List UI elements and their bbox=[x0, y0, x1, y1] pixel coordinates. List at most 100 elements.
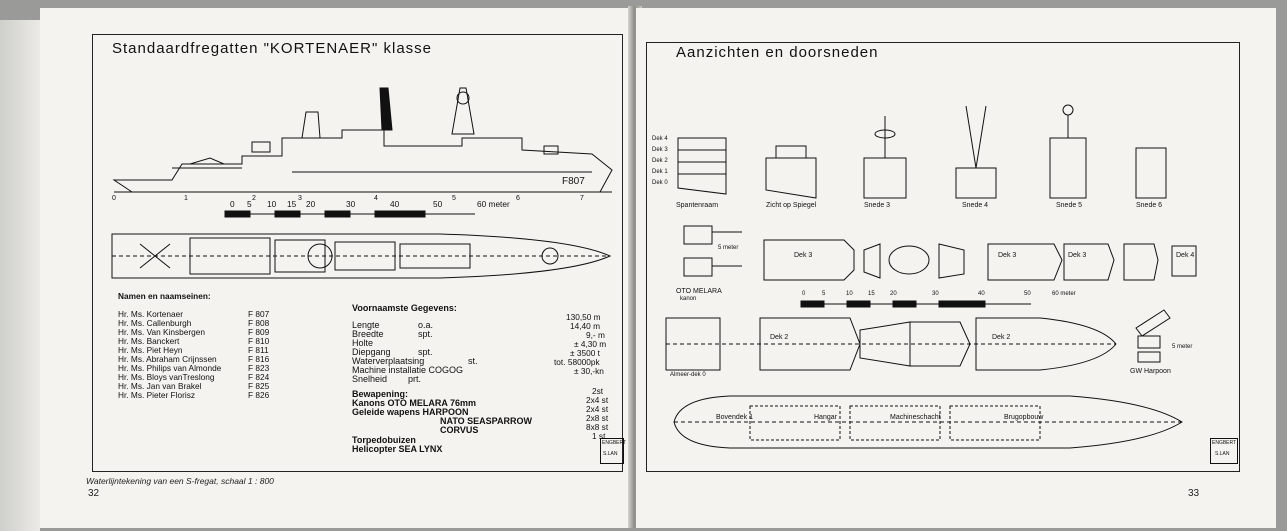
spec-qual: st. bbox=[468, 356, 478, 366]
spec-label: Holte bbox=[352, 338, 374, 348]
ship-code: F 807 bbox=[248, 309, 270, 319]
ship-name: Hr. Ms. Philips van Almonde bbox=[118, 363, 222, 373]
hull-mark: 6 bbox=[516, 195, 520, 202]
right-page: Aanzichten en doorsneden Dek 4 Dek 3 Dek… bbox=[636, 8, 1276, 528]
spec-label: Waterverplaatsing bbox=[352, 356, 425, 366]
deck-label: Dek 4 bbox=[652, 136, 668, 142]
plan-label: Almeer-dek 0 bbox=[670, 372, 706, 378]
scale-label: 30 bbox=[932, 291, 939, 297]
scale-bar-right bbox=[800, 300, 1031, 308]
spec-qual: spt. bbox=[418, 329, 433, 339]
deck-label: Dek 2 bbox=[652, 158, 668, 164]
scale-label: 40 bbox=[978, 291, 985, 297]
left-page-title: Standaardfregatten "KORTENAER" klasse bbox=[112, 40, 433, 57]
ship-side-elevation: F807 0 1 2 3 4 5 6 7 bbox=[112, 87, 613, 202]
scale-label: 0 bbox=[802, 291, 806, 297]
plan-label: Dek 3 bbox=[998, 252, 1017, 259]
deck-label: Dek 1 bbox=[652, 169, 668, 175]
armament-value: 8x8 st bbox=[586, 422, 609, 432]
ship-code: F 810 bbox=[248, 336, 270, 346]
lower-deck-plan bbox=[665, 317, 1117, 371]
section-label: Snede 3 bbox=[864, 202, 891, 209]
publisher-stamp: ENGBERT S.LAN bbox=[600, 438, 626, 464]
scale-label: 0 bbox=[230, 199, 235, 209]
harpoon-launcher bbox=[1135, 309, 1171, 363]
scale-label: 50 bbox=[1024, 291, 1031, 297]
profile-label: Hangar bbox=[814, 414, 837, 421]
scale-label: 15 bbox=[287, 199, 297, 209]
spec-qual: prt. bbox=[408, 374, 422, 384]
ship-code: F 809 bbox=[248, 327, 270, 337]
spec-value: ± 30,-kn bbox=[574, 366, 604, 376]
stamp-line: ENGBERT bbox=[1212, 440, 1237, 446]
ship-code: F 811 bbox=[248, 345, 269, 355]
section-label: Zicht op Spiegel bbox=[766, 202, 817, 209]
armament-label: NATO SEASPARROW bbox=[440, 416, 533, 426]
left-page: Standaardfregatten "KORTENAER" klasse F8… bbox=[40, 8, 632, 528]
ship-code: F 816 bbox=[248, 354, 270, 364]
spec-value: 130,50 m bbox=[566, 312, 601, 322]
spec-value: ± 4,30 m bbox=[574, 339, 607, 349]
ship-name: Hr. Ms. Piet Heyn bbox=[118, 345, 183, 355]
armament-value: 2x8 st bbox=[586, 413, 609, 423]
hull-number: F807 bbox=[562, 176, 585, 187]
hull-marks: 0 1 2 3 4 5 6 7 bbox=[112, 195, 584, 202]
profile-label: Brugopbouw bbox=[1004, 414, 1044, 421]
section-label: Spantenraam bbox=[676, 202, 719, 209]
scale-label: 60 meter bbox=[1052, 291, 1076, 297]
spec-label: Breedte bbox=[352, 329, 384, 339]
ship-name: Hr. Ms. Abraham Crijnssen bbox=[118, 354, 217, 364]
stamp-line: S.LAN bbox=[603, 451, 618, 457]
page-number: 32 bbox=[88, 488, 100, 499]
ship-code: F 823 bbox=[248, 363, 270, 373]
ship-name: Hr. Ms. Banckert bbox=[118, 336, 180, 346]
hull-mark: 7 bbox=[580, 195, 584, 202]
ship-profile bbox=[673, 395, 1183, 449]
armament-label: Geleide wapens HARPOON bbox=[352, 407, 469, 417]
section-label: Snede 6 bbox=[1136, 202, 1163, 209]
spec-value: tot. 58000pk bbox=[554, 357, 600, 367]
armament-value: 1 st bbox=[592, 431, 606, 441]
left-frame bbox=[92, 34, 623, 472]
spec-label: Machine installatie COGOG bbox=[352, 365, 464, 375]
deck-label: Dek 3 bbox=[652, 147, 668, 153]
gun-sublabel: kanon bbox=[680, 296, 697, 302]
armament-label: CORVUS bbox=[440, 425, 479, 435]
scale-label: 5 bbox=[247, 199, 252, 209]
right-page-title: Aanzichten en doorsneden bbox=[676, 44, 879, 61]
harpoon-scale: 5 meter bbox=[1172, 344, 1193, 350]
armament-label: Kanons OTO MELARA 76mm bbox=[352, 398, 477, 408]
deck-plans bbox=[763, 239, 1197, 281]
scale-label: 10 bbox=[267, 199, 277, 209]
ship-name: Hr. Ms. Jan van Brakel bbox=[118, 381, 202, 391]
spec-qual: spt. bbox=[418, 347, 433, 357]
names-heading: Namen en naamseinen: bbox=[118, 291, 211, 301]
armament-label: Helicopter SEA LYNX bbox=[352, 444, 443, 454]
ship-plan-view bbox=[111, 233, 612, 279]
scale-bar bbox=[224, 210, 475, 218]
spec-label: Snelheid bbox=[352, 374, 388, 384]
section-label: Snede 5 bbox=[1056, 202, 1083, 209]
armament-value: 2st bbox=[592, 386, 604, 396]
ship-code: F 824 bbox=[248, 372, 270, 382]
spec-value: 9,- m bbox=[586, 330, 605, 340]
profile-label: Machineschacht bbox=[890, 414, 941, 421]
scale-label: 50 bbox=[433, 199, 443, 209]
page-number: 33 bbox=[1188, 488, 1200, 499]
scale-label: 10 bbox=[846, 291, 853, 297]
plan-label: Dek 3 bbox=[794, 252, 813, 259]
section-label: Snede 4 bbox=[962, 202, 989, 209]
scale-label: 30 bbox=[346, 199, 356, 209]
scale-label: 40 bbox=[390, 199, 400, 209]
specs-heading: Voornaamste Gegevens: bbox=[352, 303, 457, 313]
harpoon-label: GW Harpoon bbox=[1130, 368, 1171, 375]
armament-value: 2x4 st bbox=[586, 395, 609, 405]
spec-label: Diepgang bbox=[352, 347, 391, 357]
hull-mark: 0 bbox=[112, 195, 116, 202]
plan-label: Dek 2 bbox=[992, 334, 1011, 341]
ship-name: Hr. Ms. Van Kinsbergen bbox=[118, 327, 206, 337]
plan-label: Dek 3 bbox=[1068, 252, 1087, 259]
hull-mark: 5 bbox=[452, 195, 456, 202]
scale-label: 20 bbox=[306, 199, 316, 209]
scale-label: 60 meter bbox=[477, 199, 510, 209]
